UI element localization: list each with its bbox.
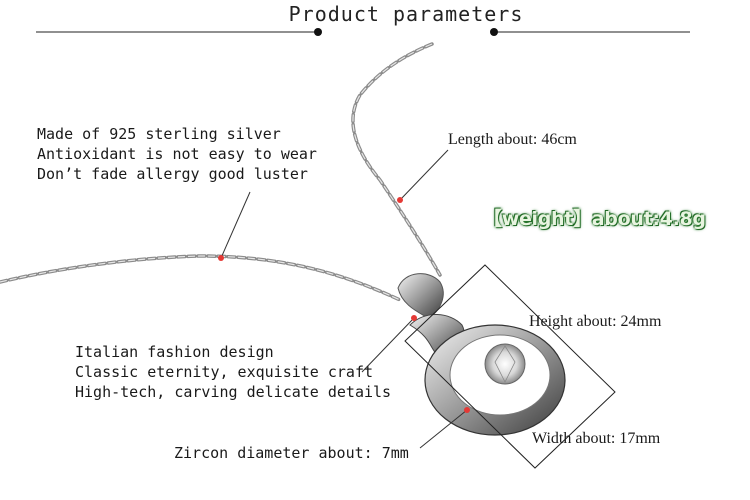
leader-material: [220, 191, 251, 259]
header-dot-right: [490, 28, 498, 36]
chain-left: [0, 254, 402, 302]
weight-spec: 【weight】about:4.8g: [483, 208, 706, 230]
chain-right: [351, 42, 442, 277]
material-description: Made of 925 sterling silver Antioxidant …: [37, 124, 317, 184]
zircon-spec: Zircon diameter about: 7mm: [174, 444, 409, 462]
width-spec: Width about: 17mm: [532, 430, 661, 447]
material-line: Antioxidant is not easy to wear: [37, 145, 317, 163]
leader-zircon: [419, 409, 468, 449]
zircon-stone: [484, 343, 526, 385]
material-line: Made of 925 sterling silver: [37, 125, 281, 143]
marker-design: [411, 315, 417, 321]
header-dot-left: [314, 28, 322, 36]
dimension-box: [404, 264, 616, 469]
marker-zircon: [464, 407, 470, 413]
design-line: High-tech, carving delicate details: [75, 383, 392, 401]
marker-material: [218, 255, 224, 261]
design-description: Italian fashion design Classic eternity,…: [75, 342, 391, 402]
page-title: Product parameters: [288, 2, 524, 26]
marker-length: [397, 197, 403, 203]
pendant-bail: [397, 273, 444, 319]
leader-design: [361, 317, 415, 373]
height-spec: Height about: 24mm: [529, 313, 662, 330]
design-line: Italian fashion design: [75, 343, 274, 361]
length-spec: Length about: 46cm: [448, 131, 577, 148]
design-line: Classic eternity, exquisite craft: [75, 363, 374, 381]
material-line: Don’t fade allergy good luster: [37, 165, 308, 183]
leader-length: [399, 149, 449, 201]
